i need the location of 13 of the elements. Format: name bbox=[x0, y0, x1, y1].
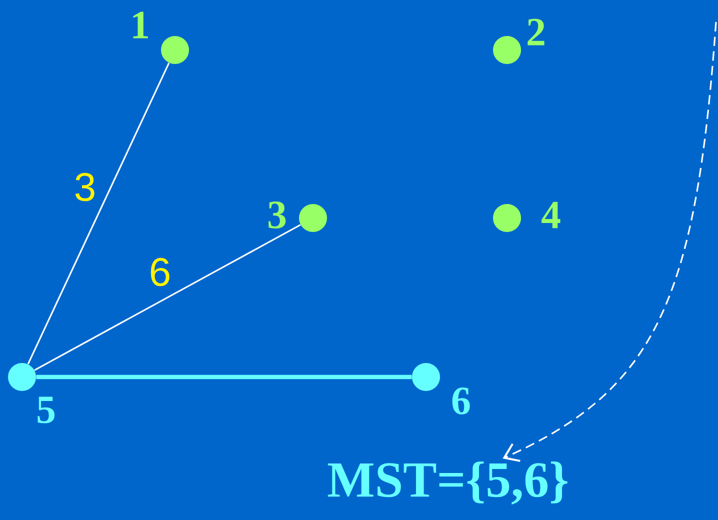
edge-weight: 6 bbox=[150, 258, 170, 286]
vertex-number: 2 bbox=[528, 18, 544, 46]
vertex-number: 5 bbox=[38, 396, 55, 424]
edge-line bbox=[34, 224, 301, 371]
vertex-number: 6 bbox=[452, 388, 470, 414]
edge-line bbox=[36, 374, 412, 380]
edge-weight: 3 bbox=[75, 172, 94, 202]
edge-line bbox=[27, 62, 170, 364]
vertex-number: 3 bbox=[268, 202, 286, 228]
set-label: MST={5,6} bbox=[328, 462, 568, 504]
vertex-number: 1 bbox=[133, 12, 148, 38]
arrow bbox=[502, 22, 717, 462]
vertex-number: 4 bbox=[542, 202, 560, 228]
